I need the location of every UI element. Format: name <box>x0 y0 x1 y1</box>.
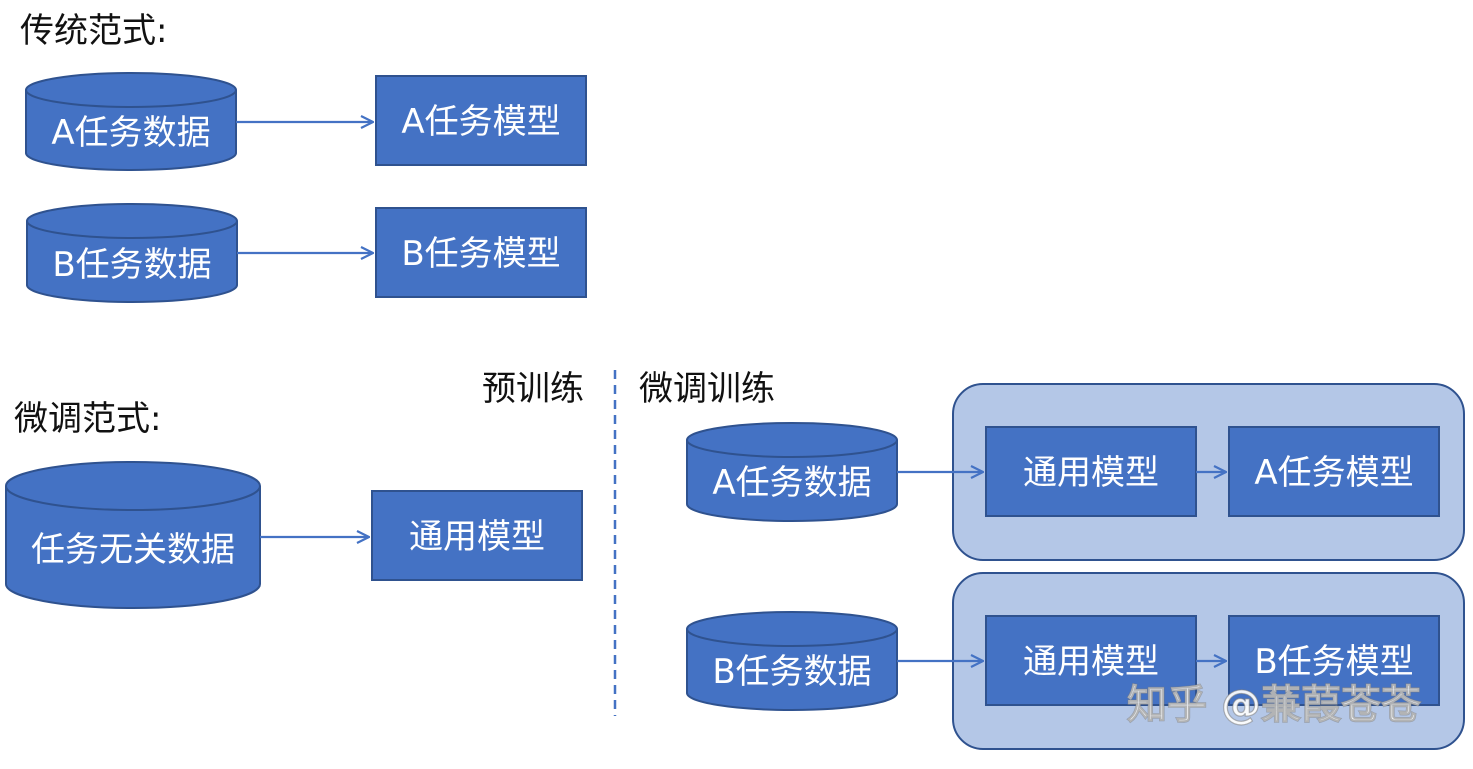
pretrain-data-cylinder: 任务无关数据 <box>5 461 261 609</box>
pretrain-model-label: 通用模型 <box>409 517 545 557</box>
finetune-b-model-label: B任务模型 <box>1254 642 1413 682</box>
traditional-b-model-label: B任务模型 <box>401 234 560 274</box>
finetune-a-data-label: A任务数据 <box>712 463 871 503</box>
finetune-b-model-box: B任务模型 <box>1228 615 1440 706</box>
finetune-a-data-cylinder: A任务数据 <box>686 422 898 522</box>
pretrain-label: 预训练 <box>482 369 584 409</box>
traditional-b-model-box: B任务模型 <box>375 207 587 298</box>
finetune-a-general-model-box: 通用模型 <box>985 426 1197 517</box>
traditional-b-data-label: B任务数据 <box>52 245 211 285</box>
pretrain-data-label: 任务无关数据 <box>31 530 235 570</box>
traditional-a-model-label: A任务模型 <box>401 102 560 142</box>
finetune-title: 微调范式: <box>14 399 162 439</box>
traditional-title: 传统范式: <box>20 11 168 51</box>
finetune-a-general-label: 通用模型 <box>1023 453 1159 493</box>
finetune-b-data-cylinder: B任务数据 <box>686 611 898 711</box>
pretrain-general-model-box: 通用模型 <box>371 490 583 581</box>
traditional-b-data-cylinder: B任务数据 <box>26 203 238 303</box>
watermark-text: 知乎 @蒹葭苍苍 <box>1127 682 1422 728</box>
traditional-a-model-box: A任务模型 <box>375 75 587 166</box>
finetune-label: 微调训练 <box>639 369 775 409</box>
finetune-b-general-model-box: 通用模型 <box>985 615 1197 706</box>
finetune-b-data-label: B任务数据 <box>712 652 871 692</box>
finetune-b-general-label: 通用模型 <box>1023 642 1159 682</box>
finetune-a-model-label: A任务模型 <box>1254 453 1413 493</box>
finetune-a-model-box: A任务模型 <box>1228 426 1440 517</box>
traditional-a-data-cylinder: A任务数据 <box>25 72 237 171</box>
traditional-a-data-label: A任务数据 <box>51 113 210 153</box>
